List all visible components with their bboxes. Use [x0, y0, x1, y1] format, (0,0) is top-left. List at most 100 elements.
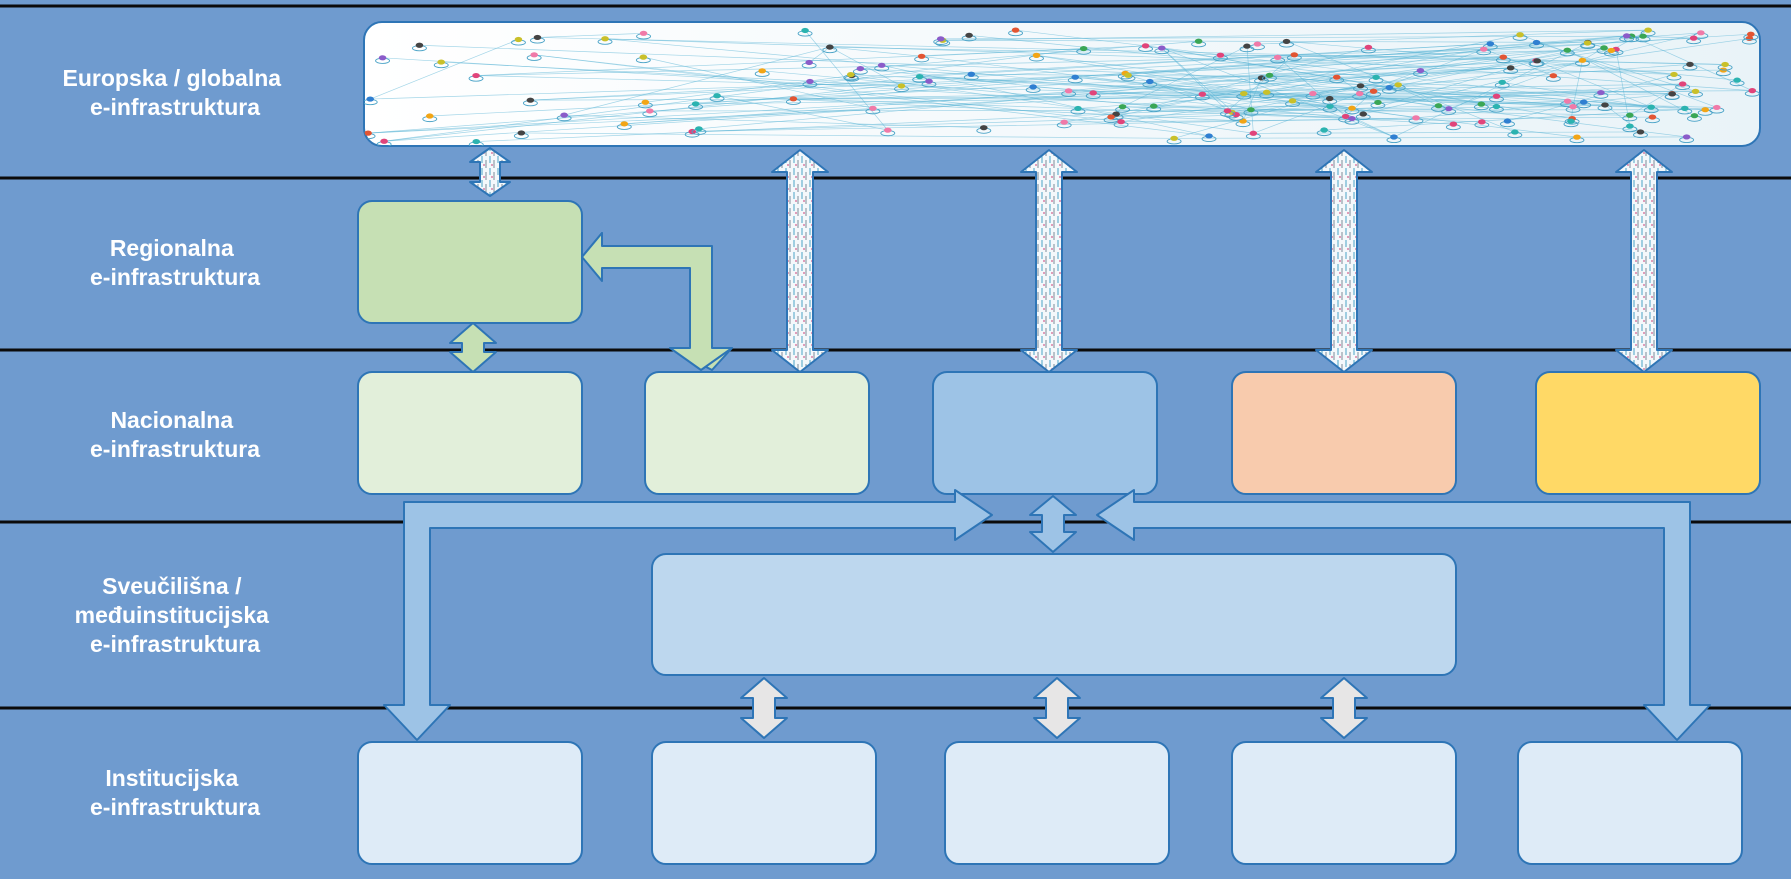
network-link [1324, 107, 1717, 131]
network-person [1636, 129, 1645, 135]
network-person [517, 130, 526, 136]
network-person [1158, 45, 1166, 51]
network-person [826, 44, 834, 50]
network-person [1029, 84, 1037, 90]
network-person [897, 83, 906, 89]
national-box-orange [1231, 371, 1457, 495]
network-person [1369, 88, 1378, 94]
university-infrastructure-box [651, 553, 1457, 676]
network-person [1198, 91, 1207, 97]
network-link [419, 44, 1673, 95]
network-person [1273, 54, 1282, 60]
network-link [1294, 48, 1484, 56]
layer-label-line: e-infrastruktura [90, 794, 260, 820]
network-person [1032, 52, 1041, 58]
network-link [793, 83, 1683, 100]
network-link [530, 95, 1497, 101]
network-link [1535, 60, 1738, 81]
network-person [789, 96, 798, 102]
institutional-infrastructure-boxes [357, 741, 1743, 865]
layer-label-line: Regionalna [110, 235, 234, 261]
national-to-regional-arrow [581, 232, 733, 371]
double-headed-arrow-icon [1615, 149, 1673, 373]
network-person [869, 105, 877, 111]
network-person [883, 127, 892, 133]
network-link [808, 46, 831, 63]
network-person [1170, 135, 1178, 141]
network-link [1582, 47, 1605, 61]
network-person [1516, 32, 1524, 38]
network-person [713, 93, 721, 99]
network-person [1748, 88, 1757, 94]
network-link [441, 61, 902, 87]
layer-label-national: Nacionalna e-infrastruktura [90, 407, 260, 462]
network-person [1434, 103, 1443, 109]
network-link [1626, 35, 1694, 39]
network-person [1107, 114, 1115, 120]
network-person [639, 54, 648, 60]
network-link [1393, 42, 1588, 138]
network-person [1721, 61, 1729, 68]
network-link [1329, 106, 1395, 138]
layer-label-line: Nacionalna [110, 407, 233, 433]
network-link [1243, 56, 1504, 94]
national-infrastructure-boxes [357, 371, 1761, 495]
network-person [1149, 103, 1158, 109]
network-person [1569, 104, 1577, 110]
double-headed-arrow-icon [1020, 149, 1078, 373]
network-link [881, 64, 1210, 137]
network-link [793, 98, 1078, 109]
network-person [1348, 105, 1356, 111]
network-person [980, 125, 988, 131]
network-person [1146, 78, 1154, 85]
network-link [384, 80, 930, 142]
layer-labels: Europska / globalna e-infrastruktura Reg… [63, 65, 282, 820]
network-person [1243, 43, 1251, 49]
network-person [639, 30, 648, 36]
network-person [1394, 82, 1402, 88]
network-person [1600, 45, 1608, 51]
network-link [537, 32, 644, 38]
network-person [366, 96, 375, 102]
network-person [1232, 112, 1240, 118]
network-person [1348, 115, 1356, 122]
network-person [380, 138, 388, 144]
network-person [1747, 31, 1755, 37]
network-person [1607, 47, 1616, 54]
network-person [936, 36, 945, 42]
network-person [1416, 67, 1425, 74]
network-person [1563, 47, 1572, 53]
network-link [1572, 60, 1583, 107]
national-box-yellow [1535, 371, 1761, 495]
network-person [1290, 52, 1299, 58]
network-person [1060, 119, 1068, 125]
network-link [1077, 63, 1690, 109]
network-person [1639, 33, 1647, 39]
regional-infrastructure-box [357, 200, 583, 324]
network-person [1511, 129, 1519, 135]
network-person [1074, 105, 1082, 112]
network-link [940, 35, 1632, 40]
network-person [967, 71, 976, 77]
network-person [425, 113, 434, 119]
network-person [1239, 118, 1247, 124]
network-person [1364, 44, 1373, 50]
network-person [1359, 111, 1368, 117]
network-link [645, 75, 852, 103]
network-person [1622, 33, 1631, 39]
network-link [624, 107, 873, 125]
network-person [1533, 58, 1542, 64]
network-link [564, 46, 830, 116]
network-link [809, 43, 1491, 82]
network-person [1249, 130, 1258, 136]
left-connector-arrow [383, 489, 993, 741]
network-person [1486, 41, 1495, 47]
network-person [472, 72, 480, 79]
network-person [1444, 106, 1453, 112]
network-link [476, 75, 1717, 108]
university-institutional-links [740, 677, 1368, 739]
network-person [1071, 74, 1080, 80]
network-person [1449, 121, 1458, 127]
network-person [691, 101, 700, 107]
network-person [915, 74, 924, 80]
